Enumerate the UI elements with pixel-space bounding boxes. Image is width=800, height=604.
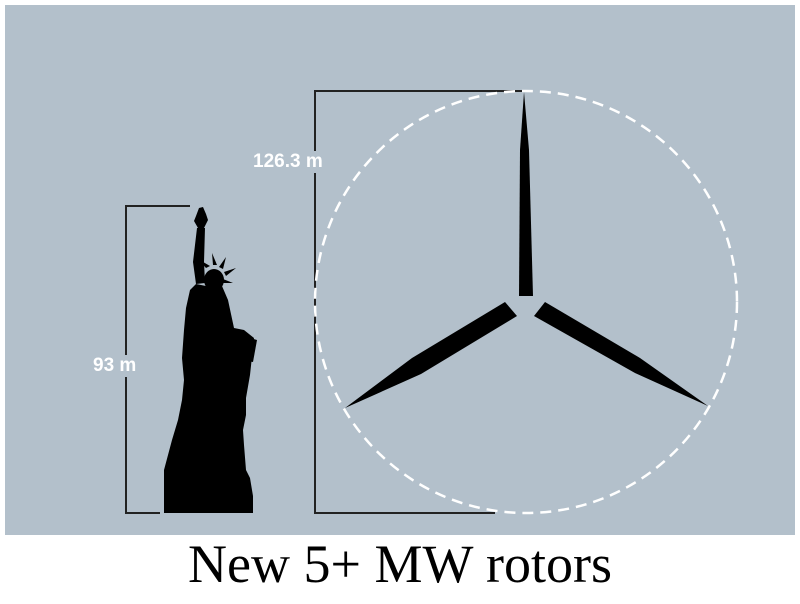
size-comparison-diagram xyxy=(125,89,739,515)
diagram-panel: 93 m 126.3 m xyxy=(5,5,795,535)
statue-height-label: 93 m xyxy=(91,355,139,377)
rotor-blades xyxy=(345,92,708,408)
rotor-blade-top xyxy=(519,92,533,296)
rotor-blade-left xyxy=(345,302,517,408)
caption: New 5+ MW rotors xyxy=(188,534,612,594)
rotor-height-bracket xyxy=(314,90,525,514)
rotor-diameter-label: 126.3 m xyxy=(251,151,325,173)
rotor-swept-area-circle xyxy=(313,89,739,515)
statue-torch xyxy=(194,207,208,228)
rotor-hub xyxy=(520,299,532,311)
statue-of-liberty-silhouette xyxy=(164,207,257,513)
rotor-blade-right xyxy=(534,302,708,406)
